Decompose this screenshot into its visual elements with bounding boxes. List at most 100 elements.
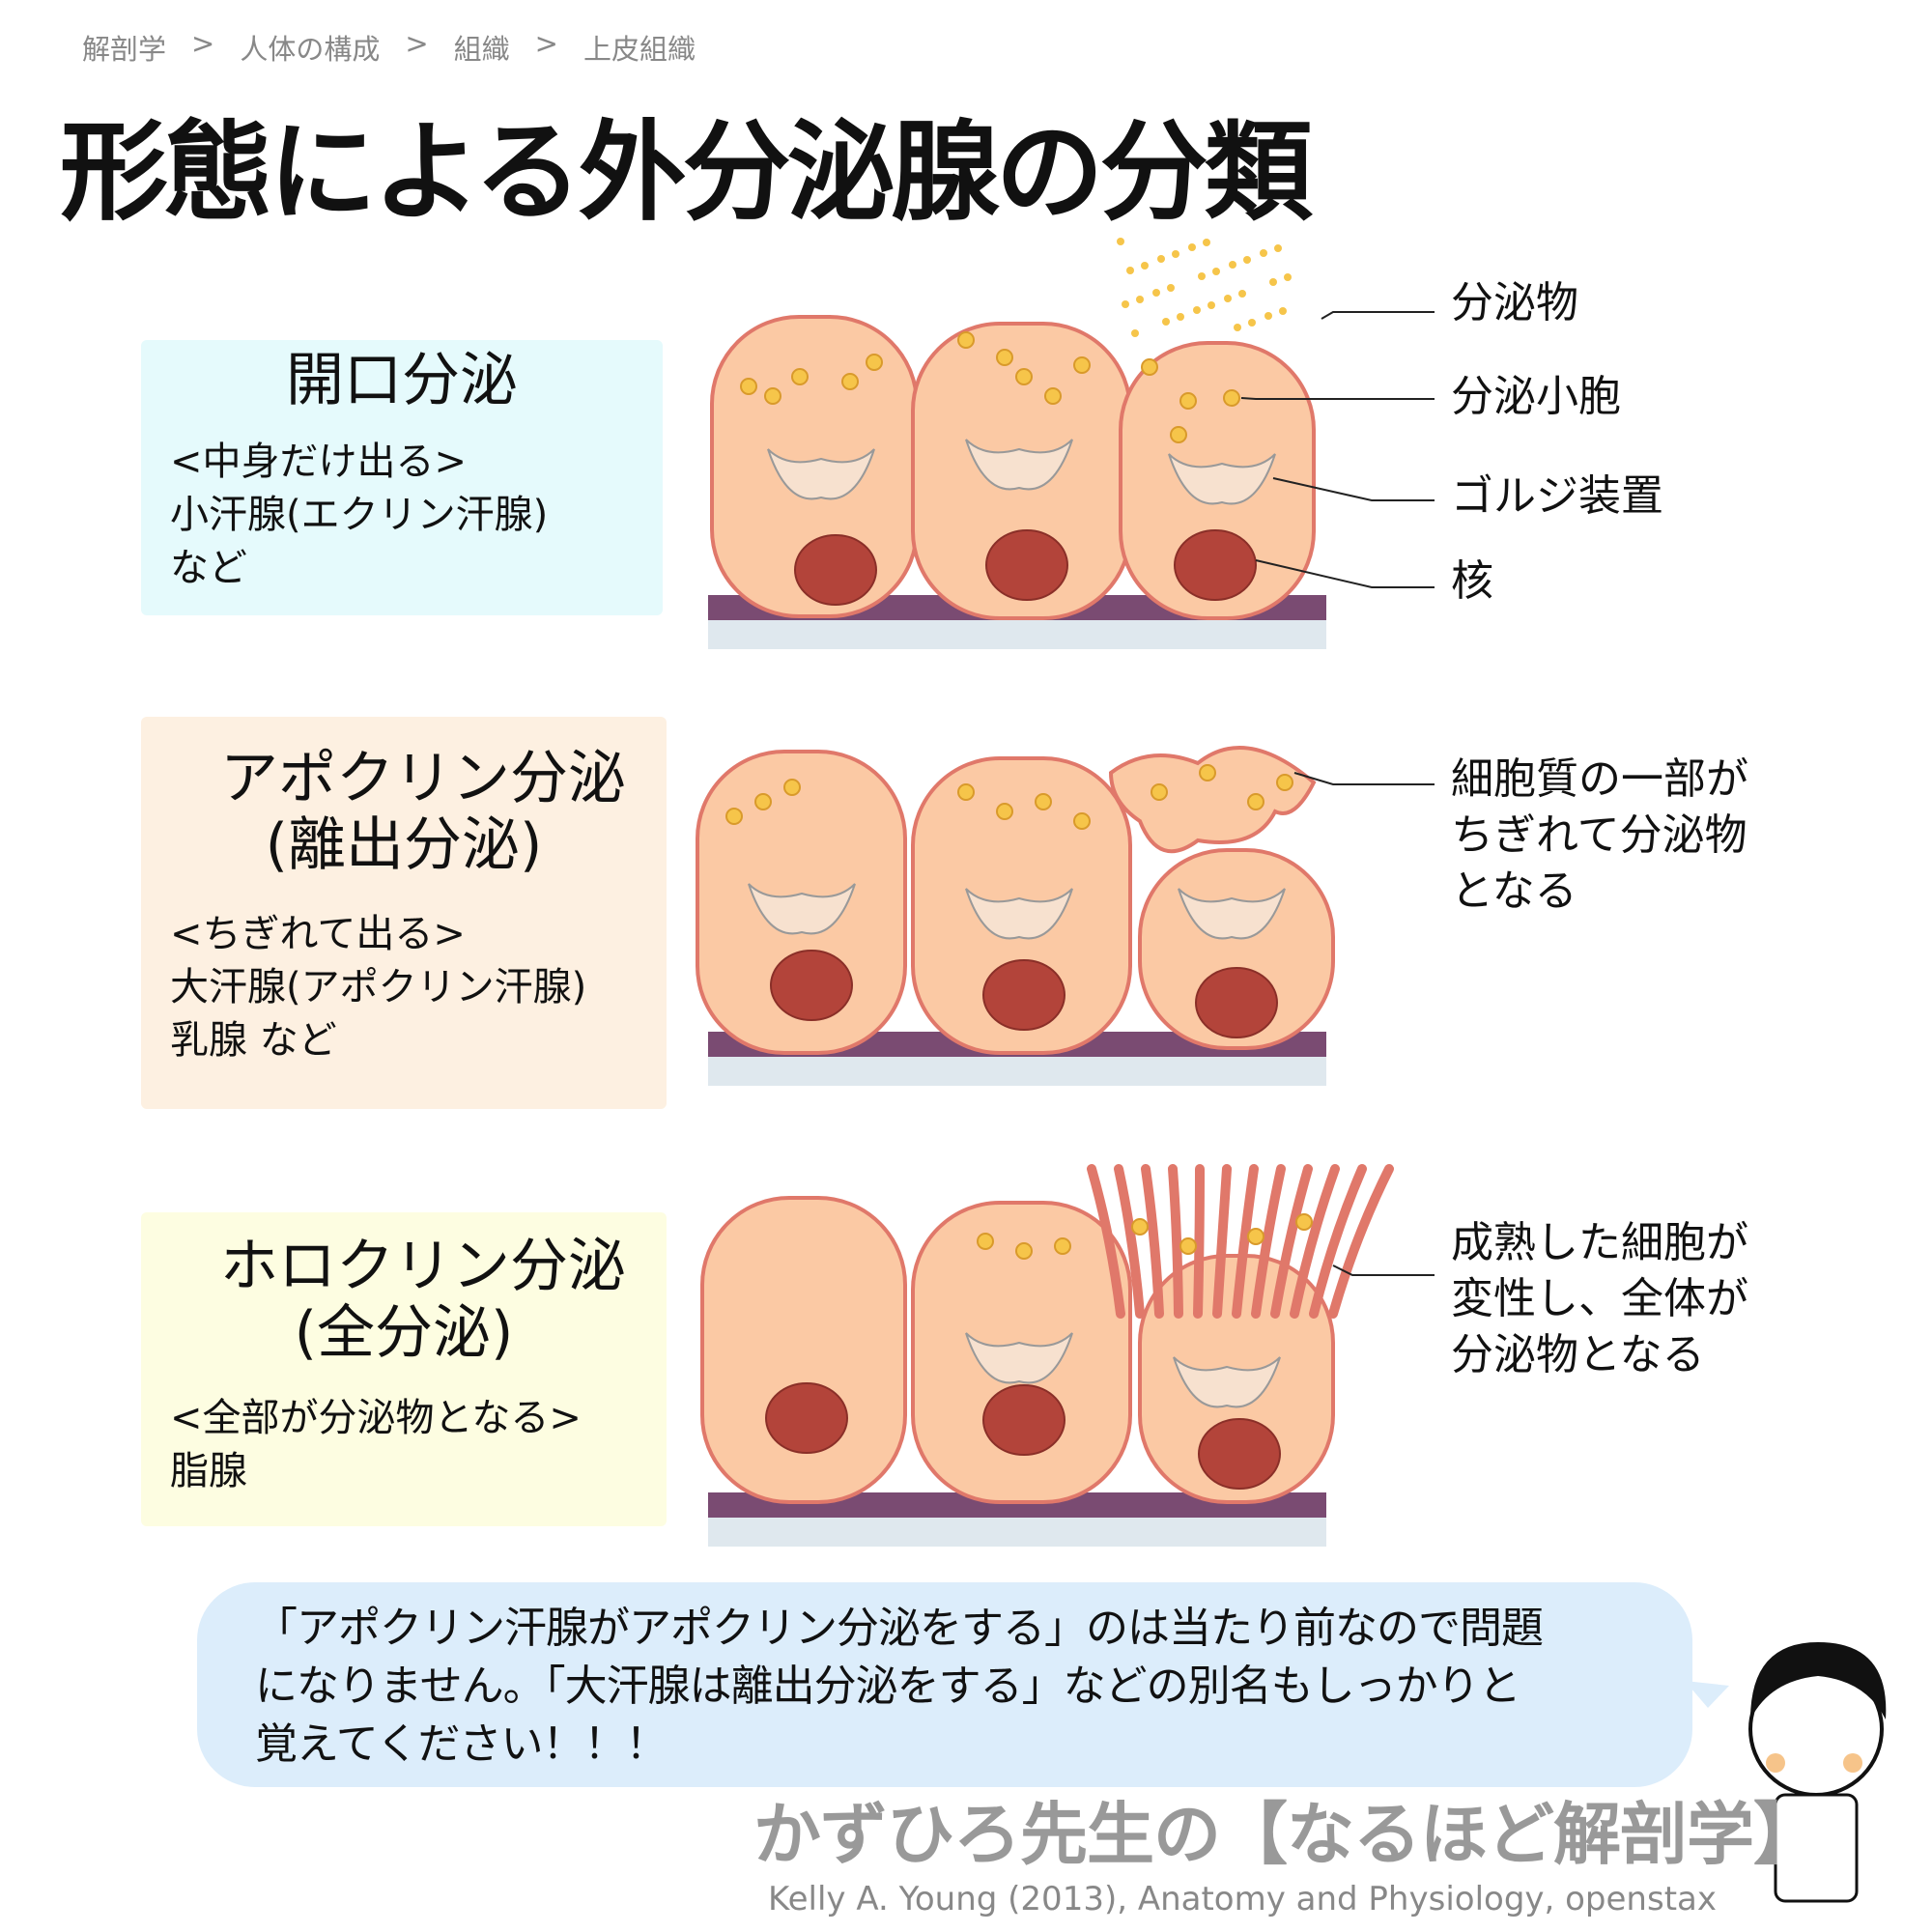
vesicle-icon <box>1015 368 1033 385</box>
vesicle-icon <box>977 1233 994 1250</box>
mascot-body <box>1774 1793 1859 1903</box>
disintegrating-cell-strand <box>1309 1164 1367 1319</box>
label-holocrine: 成熟した細胞が変性し、全体が分泌物となる <box>1451 1218 1748 1379</box>
vesicle-icon <box>740 378 757 395</box>
nucleus-icon <box>794 534 877 606</box>
bubble-tail <box>1685 1681 1729 1708</box>
disintegrating-cell-strand <box>1290 1164 1340 1319</box>
leader-line <box>1272 477 1435 501</box>
secretion-particle <box>1136 296 1144 303</box>
section-title: 開口分泌 <box>286 347 518 414</box>
secretion-particle <box>1141 262 1149 270</box>
secretion-particle <box>1284 273 1292 281</box>
bubble-line: 覚えてください！！！ <box>255 1719 668 1769</box>
label-apocrine: 細胞質の一部がちぎれて分泌物となる <box>1451 754 1748 916</box>
mascot-hair <box>1750 1642 1887 1719</box>
vesicle-icon <box>1276 774 1293 791</box>
breadcrumb-item[interactable]: 人体の構成 <box>240 33 381 66</box>
breadcrumb-separator: > <box>405 27 429 60</box>
leader-line <box>1332 1264 1435 1276</box>
vesicle-icon <box>996 349 1013 366</box>
vesicle-icon <box>1247 1228 1264 1245</box>
nucleus-icon <box>1174 529 1257 601</box>
brand-logo: かずひろ先生の【なるほど解剖学】 <box>753 1795 1821 1874</box>
golgi-icon <box>767 448 875 500</box>
disintegrating-cell-strand <box>1232 1164 1259 1319</box>
disintegrating-cell-strand <box>1251 1164 1286 1319</box>
secretion-particle <box>1279 307 1287 315</box>
golgi-icon <box>748 883 856 935</box>
nucleus-icon <box>765 1382 848 1454</box>
disintegrating-cell-strand <box>1193 1164 1205 1319</box>
vesicle-icon <box>996 803 1013 820</box>
secretion-particle <box>1188 243 1196 251</box>
secretion-particle <box>1208 301 1215 309</box>
golgi-icon <box>1178 888 1286 940</box>
citation: Kelly A. Young (2013), Anatomy and Physi… <box>768 1880 1717 1918</box>
section-desc: <中身だけ出る>小汗腺(エクリン汗腺)など <box>170 440 549 590</box>
vesicle-icon <box>1295 1213 1313 1231</box>
vesicle-icon <box>1054 1237 1071 1255</box>
disintegrating-cell-strand <box>1087 1164 1125 1319</box>
mascot-cheek <box>1843 1753 1862 1773</box>
breadcrumb: 解剖学 > 人体の構成 > 組織 > 上皮組織 <box>82 27 696 68</box>
nucleus-icon <box>985 529 1068 601</box>
secretion-particle <box>1243 256 1251 264</box>
connective-tissue <box>708 1057 1326 1086</box>
connective-tissue <box>708 1518 1326 1547</box>
secretion-particle <box>1264 312 1272 320</box>
disintegrating-cell-strand <box>1114 1164 1145 1319</box>
secretion-particle <box>1224 295 1232 302</box>
golgi-icon <box>965 1332 1073 1384</box>
vesicle-icon <box>1141 358 1158 376</box>
nucleus-icon <box>770 950 853 1021</box>
vesicle-icon <box>783 779 801 796</box>
disintegrating-cell-strand <box>1270 1164 1313 1319</box>
merocrine-box: 開口分泌 <中身だけ出る>小汗腺(エクリン汗腺)など <box>141 340 663 615</box>
disintegrating-cell-strand <box>1168 1164 1183 1319</box>
vesicle-icon <box>1151 783 1168 801</box>
label-secretion: 分泌物 <box>1451 278 1578 327</box>
breadcrumb-item[interactable]: 解剖学 <box>82 33 167 66</box>
secretion-particle <box>1122 300 1129 308</box>
apocrine-box: アポクリン分泌 (離出分泌) <ちぎれて出る>大汗腺(アポクリン汗腺)乳腺 など <box>141 717 667 1109</box>
secretion-particle <box>1260 249 1267 257</box>
secretion-particle <box>1274 244 1282 252</box>
secretion-particle <box>1193 306 1201 314</box>
leader-line <box>1255 559 1435 588</box>
vesicle-icon <box>764 387 781 405</box>
leader-line <box>1293 772 1435 785</box>
vesicle-icon <box>841 373 859 390</box>
section-title: ホロクリン分泌 <box>220 1233 626 1300</box>
nucleus-icon <box>982 1384 1065 1456</box>
disintegrating-cell-strand <box>1212 1164 1232 1319</box>
vesicle-icon <box>957 783 975 801</box>
bubble-line: になりません。「大汗腺は離出分泌をする」などの別名もしっかりと <box>255 1662 1521 1711</box>
disintegrating-cell-strand <box>1141 1164 1164 1319</box>
label-golgi: ゴルジ装置 <box>1451 471 1663 521</box>
bubble-line: 「アポクリン汗腺がアポクリン分泌をする」のは当たり前なので問題 <box>255 1604 1544 1653</box>
vesicle-icon <box>1015 1242 1033 1260</box>
breadcrumb-item[interactable]: 上皮組織 <box>582 33 696 66</box>
vesicle-icon <box>1073 812 1091 830</box>
secretion-particle <box>1167 284 1175 292</box>
section-subtitle: (全分泌) <box>294 1299 514 1367</box>
secretion-particle <box>1162 318 1170 326</box>
holocrine-box: ホロクリン分泌 (全分泌) <全部が分泌物となる>脂腺 <box>141 1212 667 1526</box>
vesicle-icon <box>791 368 809 385</box>
leader-line <box>1240 397 1435 400</box>
nucleus-icon <box>982 959 1065 1031</box>
vesicle-icon <box>1044 387 1062 405</box>
section-subtitle: (離出分泌) <box>265 811 543 879</box>
vesicle-icon <box>1223 389 1240 407</box>
nucleus-icon <box>1195 967 1278 1038</box>
cell <box>700 1196 907 1504</box>
vesicle-icon <box>1247 793 1264 810</box>
breadcrumb-item[interactable]: 組織 <box>453 33 510 66</box>
vesicle-icon <box>1131 1218 1149 1236</box>
section-desc: <ちぎれて出る>大汗腺(アポクリン汗腺)乳腺 など <box>170 912 587 1063</box>
pinched-cytoplasm <box>1108 746 1317 854</box>
label-vesicle: 分泌小胞 <box>1451 372 1621 421</box>
breadcrumb-separator: > <box>191 27 215 60</box>
